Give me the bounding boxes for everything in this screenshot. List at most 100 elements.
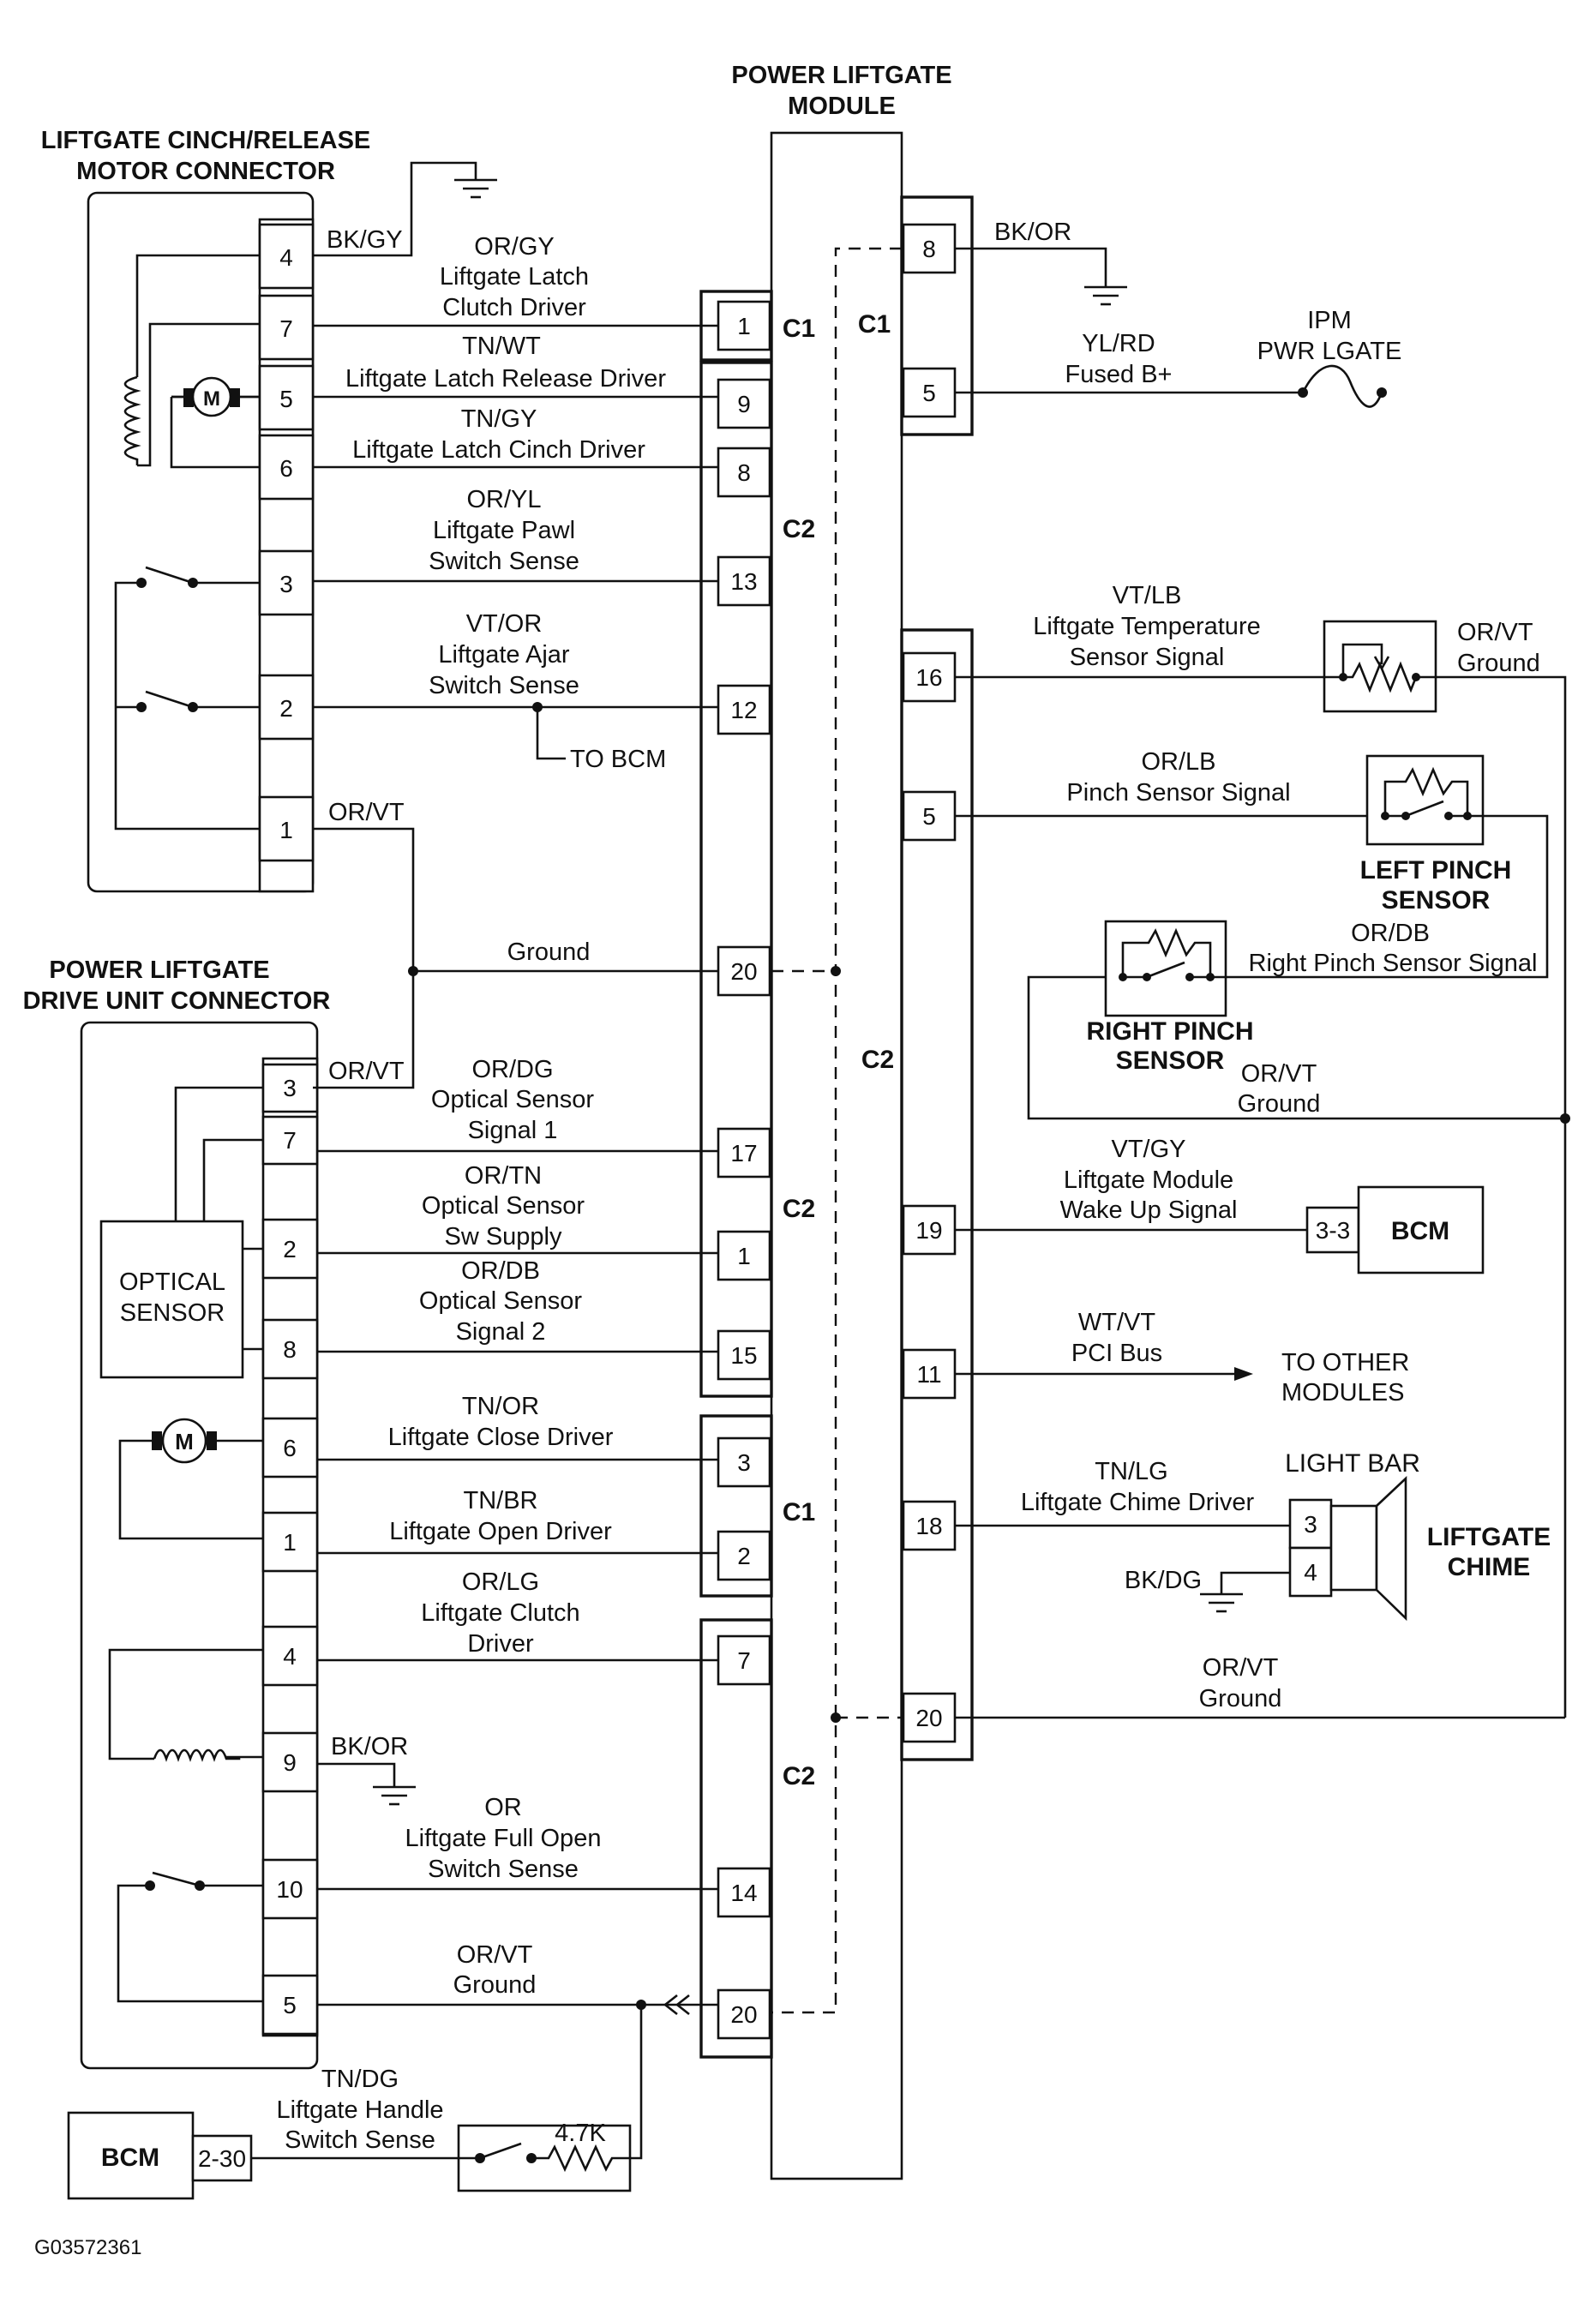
figure-id: G03572361 [34,2236,141,2259]
wire-label: Sensor Signal [1070,644,1225,671]
wire-label: BK/DG [1125,1567,1202,1594]
connector-chevron [675,1994,690,2016]
wire-label: Liftgate Latch Cinch Driver [352,436,645,464]
c1-label-2: C1 [858,310,891,339]
thermistor-arrow [1373,656,1390,671]
coil-lead [137,322,260,467]
wire-label: OR/VT [1241,1060,1317,1088]
wire-label: Clutch Driver [442,294,586,321]
ground-icon [1200,1592,1243,1613]
speaker-icon [1375,1475,1407,1622]
wire-label: BK/OR [331,1733,408,1760]
wire-label: WT/VT [1078,1309,1155,1336]
bcm-bottom-label: BCM [101,2144,159,2172]
module-pin: 15 [730,1342,757,1369]
connector-pin: 1 [279,817,293,843]
cinch-connector-title-2: MOTOR CONNECTOR [76,158,335,185]
arrow-icon [1234,1367,1253,1381]
pinch-resistor-icon [1383,766,1469,816]
wire-label: Liftgate Open Driver [389,1518,612,1545]
module-pin: 20 [915,1705,942,1731]
wire-orvt-right-ground [1027,975,1565,1120]
connector-pin: 9 [283,1749,297,1776]
drive-motor-lead [118,1439,263,1540]
wire-label: Signal 1 [468,1117,558,1144]
wire-label: Switch Sense [285,2126,435,2154]
module-pin: 8 [737,459,751,486]
module-pin: 17 [730,1140,757,1166]
light-bar-label: LIGHT BAR [1285,1449,1420,1478]
module-c2-lower-left [699,1618,773,2059]
module-pin: 12 [730,697,757,723]
wire-label: Ground [453,1971,537,1999]
optical-sensor-box [99,1220,244,1379]
module-pin: 5 [922,380,936,406]
wire-label: PCI Bus [1071,1340,1162,1367]
module-pin: 19 [915,1217,942,1244]
connector-pin: 2 [279,695,293,722]
wire-label: OR/DG [471,1056,553,1083]
left-pinch-label-1: LEFT PINCH [1360,856,1512,885]
right-pinch-label-1: RIGHT PINCH [1087,1017,1254,1046]
module-pin: 18 [915,1513,942,1539]
junction [831,1712,841,1723]
wire-label: OR/GY [474,233,554,261]
module-pin: 3 [737,1449,751,1476]
wire-label: TN/LG [1095,1458,1167,1485]
module-c1-right [900,195,974,436]
wire-label: VT/OR [466,610,543,638]
other-modules-label-1: TO OTHER [1281,1349,1409,1376]
wire-label: Optical Sensor [422,1192,585,1220]
module-c2-right [900,628,974,1761]
wire-label: OR/VT [1203,1654,1279,1682]
clutch-coil-icon [153,1748,241,1762]
wire-label: Liftgate Latch [440,263,589,291]
fuse-label: PWR LGATE [1257,338,1402,365]
pinch-resistor-icon [1121,927,1212,977]
right-pinch-label-2: SENSOR [1116,1047,1225,1075]
wire-label: Liftgate Ajar [438,641,569,669]
wire-label: OR/VT [1457,619,1533,646]
wire-label: Ground [507,939,591,966]
connector-pin: 8 [283,1336,297,1363]
connector-pin: 3 [283,1075,297,1101]
wire-label: Liftgate Close Driver [388,1424,614,1451]
wire-label: Liftgate Chime Driver [1021,1489,1255,1516]
wire-label: OR/LB [1141,748,1215,776]
wire-label: TN/DG [321,2066,399,2093]
c2-label-4: C2 [783,1762,815,1790]
wire-label: Driver [467,1630,534,1658]
chime-pin: 3 [1304,1511,1317,1538]
switch-icon [145,690,194,709]
connector-pin: 5 [283,1992,297,2018]
wire-label: Optical Sensor [419,1287,583,1315]
c2-label-2: C2 [861,1046,894,1074]
wire-ordb-right [1226,814,1549,979]
switch-icon [1405,800,1444,818]
module-pin: 2 [737,1543,751,1569]
switch-common [114,581,260,831]
wire-label: OR/VT [328,799,405,826]
module-pin: 1 [737,1243,751,1269]
chime-label-1: LIFTGATE [1427,1523,1551,1551]
wire-label: Switch Sense [428,1856,579,1883]
module-c1-lower-left [699,1414,773,1598]
switch-icon [152,1871,201,1887]
internal-ground-bus [771,247,902,2014]
fuse-icon [1301,364,1383,408]
module-pin: 13 [730,568,757,595]
connector-pin: 10 [276,1876,303,1903]
wire-bkor-9 [317,1762,396,1787]
connector-pin: 1 [283,1529,297,1556]
module-right-pins: 8 5 16 5 19 11 18 20 [902,223,957,1743]
drive-motor-icon: M [152,1418,217,1464]
wire-label: VT/LB [1113,582,1182,609]
wire-label: Liftgate Pawl [433,517,575,544]
wire-label: VT/GY [1111,1136,1185,1163]
motor-label: M [175,1429,194,1454]
chime-pin: 4 [1304,1559,1317,1586]
wire-label: Signal 2 [456,1318,546,1346]
connector-pin: 3 [279,571,293,597]
